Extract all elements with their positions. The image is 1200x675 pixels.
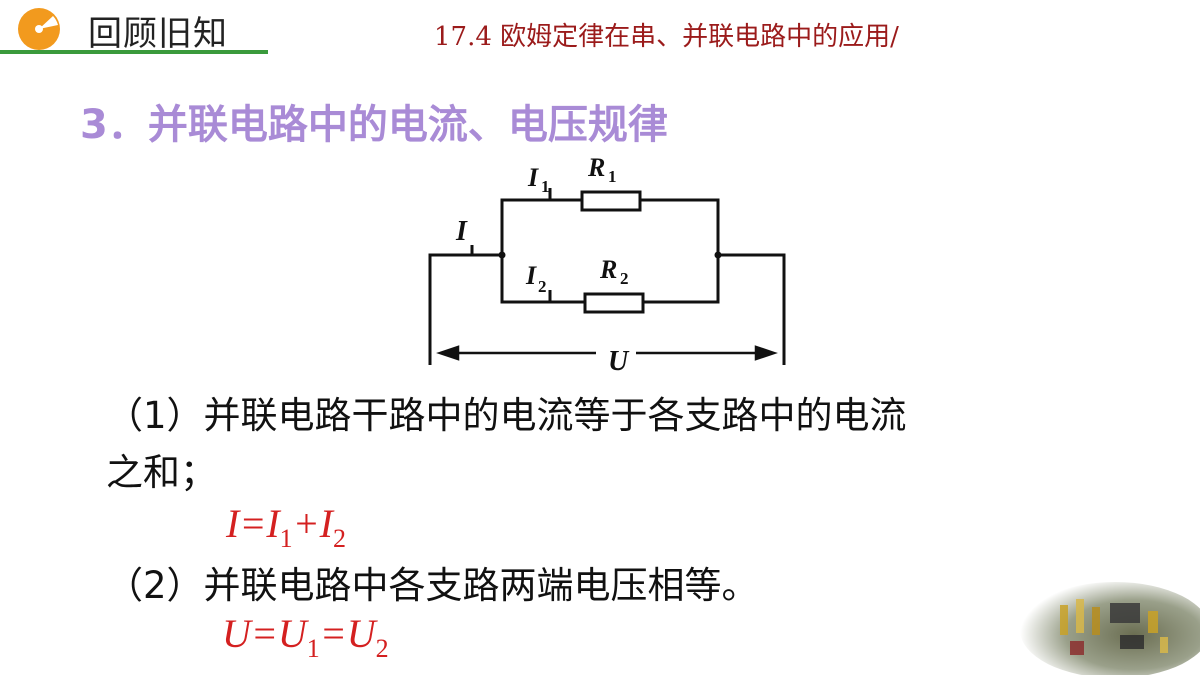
label-i1: I (527, 163, 539, 192)
rule-1-line-2: 之和； (106, 451, 217, 494)
resistor-r2 (583, 292, 645, 314)
label-i2: I (525, 261, 537, 290)
formula-voltage-u1: U (277, 611, 307, 656)
label-r2: R (599, 255, 617, 284)
rule-2-line-1: （2）并联电路中各支路两端电压相等。 (106, 564, 759, 607)
label-r1-sub: 1 (608, 167, 617, 186)
circuit-board-decoration (1020, 582, 1200, 675)
parallel-circuit-diagram: I I 1 R 1 I 2 R 2 U (428, 153, 786, 375)
junction-left (498, 251, 506, 259)
formula-current-i: I (226, 501, 240, 546)
label-r1: R (587, 153, 605, 182)
label-r2-sub: 2 (620, 269, 629, 288)
formula-voltage-eq2: = (319, 611, 347, 656)
pie-logo-icon (18, 8, 60, 50)
formula-current-i1: I (266, 501, 280, 546)
formula-current-i1-sub: 1 (279, 524, 293, 553)
formula-voltage-eq1: = (250, 611, 278, 656)
rule-1-line-1: （1）并联电路干路中的电流等于各支路中的电流 (106, 394, 907, 437)
section-label: 回顾旧知 (88, 14, 228, 54)
label-i1-sub: 1 (541, 177, 550, 196)
label-i2-sub: 2 (538, 277, 547, 296)
label-u: U (608, 346, 630, 375)
formula-current-i2: I (319, 501, 333, 546)
voltage-arrow (436, 345, 778, 361)
junction-right (714, 251, 722, 259)
formula-voltage-u2: U (346, 611, 376, 656)
label-i: I (455, 216, 468, 247)
lesson-title: 17.4 欧姆定律在串、并联电路中的应用/ (434, 22, 899, 52)
formula-current-i2-sub: 2 (332, 524, 346, 553)
header: 回顾旧知 17.4 欧姆定律在串、并联电路中的应用/ (0, 0, 1200, 60)
formula-current-plus: + (292, 501, 320, 546)
formula-voltage-u2-sub: 2 (375, 634, 389, 663)
formula-current: I=I1+I2 (226, 500, 346, 554)
section-heading: 3．并联电路中的电流、电压规律 (80, 102, 668, 148)
formula-voltage-u1-sub: 1 (306, 634, 320, 663)
header-underline (0, 50, 268, 54)
circuit-wires (428, 188, 786, 365)
resistor-r1 (580, 190, 642, 212)
formula-voltage: U=U1=U2 (222, 610, 389, 664)
formula-current-eq: = (239, 501, 267, 546)
formula-voltage-u: U (222, 611, 251, 656)
